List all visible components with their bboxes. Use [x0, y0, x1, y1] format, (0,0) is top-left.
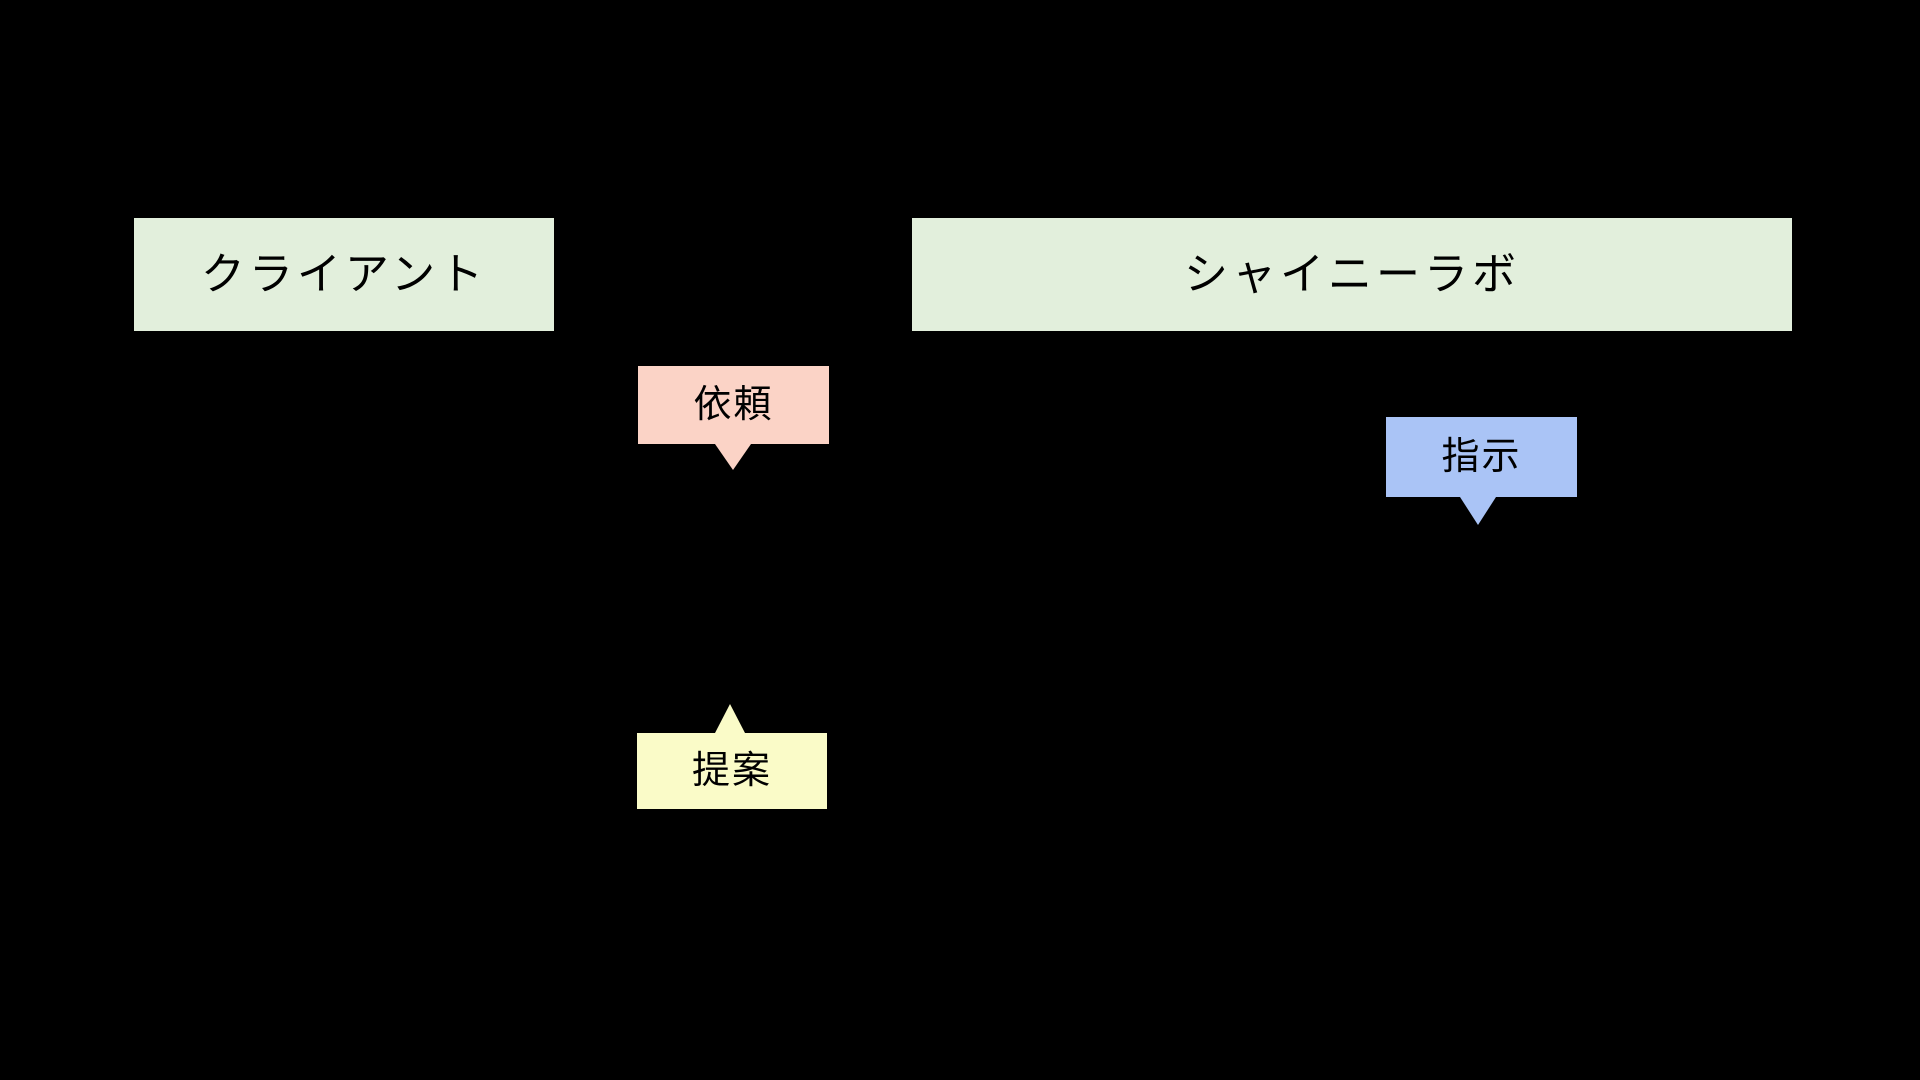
- callout-instruction: 指示: [1386, 417, 1577, 525]
- callout-label-request: 依頼: [693, 384, 774, 426]
- callout-label-instruction: 指示: [1441, 436, 1522, 478]
- callout-tail-down: [715, 444, 751, 470]
- entity-box-lab: シャイニーラボ: [912, 218, 1792, 331]
- callout-tail-down: [1460, 497, 1496, 525]
- entity-label-lab: シャイニーラボ: [1184, 249, 1520, 299]
- callout-request: 依頼: [638, 366, 829, 470]
- entity-box-client: クライアント: [134, 218, 554, 331]
- callout-proposal: 提案: [637, 704, 827, 809]
- entity-label-client: クライアント: [200, 249, 488, 299]
- callout-label-proposal: 提案: [691, 750, 772, 792]
- callout-tail-up: [715, 704, 745, 733]
